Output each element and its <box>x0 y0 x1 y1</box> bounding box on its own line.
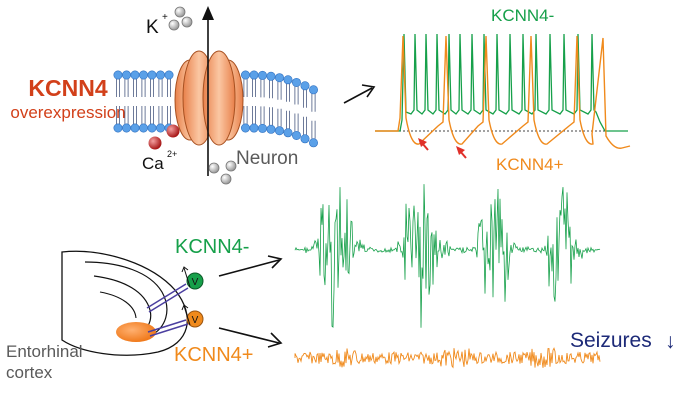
eeg-arrow-green <box>218 255 283 277</box>
intracellular-ions <box>208 160 237 185</box>
eeg-label-plus: KCNN4+ <box>174 344 253 366</box>
recording-electrodes <box>146 266 204 337</box>
seizures-label: Seizures <box>570 329 652 352</box>
action-potential-panel <box>375 33 631 149</box>
gene-label: KCNN4 <box>28 75 107 101</box>
voltmeter-orange <box>186 310 204 328</box>
eeg-arrow-orange <box>218 327 283 348</box>
potassium-label: K <box>146 17 159 38</box>
kcnn4-channel <box>174 50 244 146</box>
ahp-arrow-2 <box>456 146 467 159</box>
entorhinal-cortex-region <box>116 322 156 342</box>
voltmeter-label-orange: V <box>192 315 199 326</box>
potassium-ions <box>168 6 193 31</box>
brain-region-label-line1: Entorhinal <box>6 342 83 361</box>
kcnn4-minus-spike-trace <box>375 33 628 132</box>
calcium-ions <box>148 124 180 150</box>
eeg-label-minus: KCNN4- <box>175 236 249 258</box>
eeg-trace-kcnn4-plus <box>294 347 601 369</box>
potassium-charge: + <box>162 12 168 23</box>
ahp-arrow-1 <box>418 138 429 151</box>
trace-label-minus: KCNN4- <box>491 6 554 25</box>
overexpression-label: overexpression <box>10 103 125 122</box>
calcium-charge: 2+ <box>167 149 177 159</box>
kcnn4-plus-spike-trace <box>375 35 631 149</box>
potassium-efflux-arrow <box>202 6 214 176</box>
eeg-trace-kcnn4-minus <box>294 184 601 328</box>
voltmeter-green <box>186 272 204 290</box>
brain-slice <box>61 250 188 356</box>
neuron-label: Neuron <box>236 148 298 169</box>
to-trace-arrow <box>343 84 376 104</box>
calcium-label: Ca <box>142 154 164 173</box>
brain-region-label-line2: cortex <box>6 363 53 382</box>
seizures-down-arrow: ↓ <box>665 330 676 353</box>
voltmeter-label-green: V <box>192 277 199 288</box>
trace-label-plus: KCNN4+ <box>496 155 564 174</box>
